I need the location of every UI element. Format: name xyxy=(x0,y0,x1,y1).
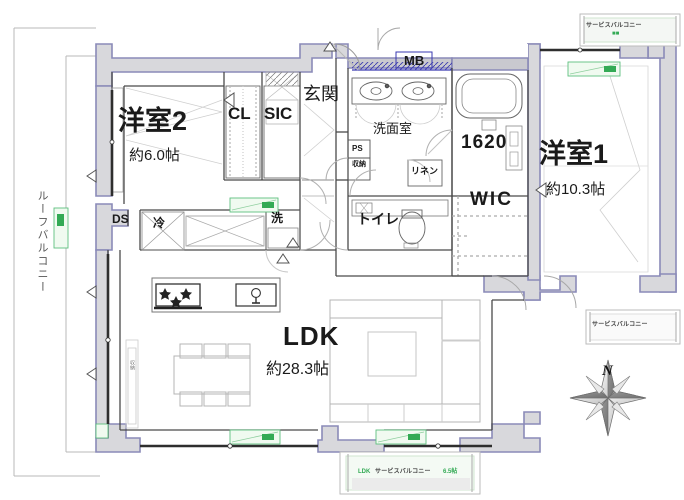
label-storage: 収納 xyxy=(352,161,366,168)
room-label-bedroom1: 洋室1 xyxy=(539,139,609,169)
room-label-bedroom2: 洋室2 xyxy=(118,106,188,136)
label-service-balcony-bottom: サービスバルコニー xyxy=(375,469,431,475)
compass-north-label: N xyxy=(602,363,613,379)
roof-balcony-outline xyxy=(13,27,100,477)
room-label-ldk: LDK xyxy=(283,321,340,351)
label-refrigerator: 冷 xyxy=(153,216,166,230)
room-label-genkan: 玄関 xyxy=(303,84,339,104)
living-furniture xyxy=(329,299,481,423)
label-ps: PS xyxy=(352,144,363,153)
label-service-balcony-right: サービスバルコニー xyxy=(592,322,648,328)
compass-rose xyxy=(569,359,647,437)
closet-label-sic: SIC xyxy=(264,104,293,123)
balcony-railings xyxy=(339,13,681,495)
label-washer: 洗 xyxy=(271,211,284,225)
kitchen-counter xyxy=(151,277,281,313)
window-opening-dots xyxy=(105,47,583,449)
label-roof-balcony: ルーフバルコニー xyxy=(36,190,48,294)
label-ldk-left-strip: 収納 xyxy=(129,360,135,370)
label-bath-unit-size: 1620 xyxy=(461,132,508,153)
service-balcony-top-accent: ■■ xyxy=(612,31,620,37)
closet-label-cl: CL xyxy=(228,104,251,123)
door-swings xyxy=(265,27,577,311)
room-size-ldk: 約28.3帖 xyxy=(266,361,330,378)
room-label-washroom: 洗面室 xyxy=(373,121,413,136)
label-linen: リネン xyxy=(411,166,439,176)
service-balcony-bottom-accent-left: LDK xyxy=(358,469,371,475)
line-art-details xyxy=(125,65,649,429)
service-balcony-bottom-accent-right: 6.5帖 xyxy=(443,469,458,475)
label-service-balcony-top: サービスバルコニー xyxy=(586,23,642,29)
label-wic: WIC xyxy=(470,189,513,210)
sliding-door-markers xyxy=(86,41,547,381)
room-label-toilet: トイレ xyxy=(357,211,399,227)
label-mb: MB xyxy=(404,53,425,68)
dining-set xyxy=(173,343,251,407)
room-size-bedroom2: 約6.0帖 xyxy=(129,147,180,164)
room-size-bedroom1: 約10.3帖 xyxy=(546,181,606,198)
label-ds: DS xyxy=(112,212,129,226)
window-sashes xyxy=(53,61,621,445)
